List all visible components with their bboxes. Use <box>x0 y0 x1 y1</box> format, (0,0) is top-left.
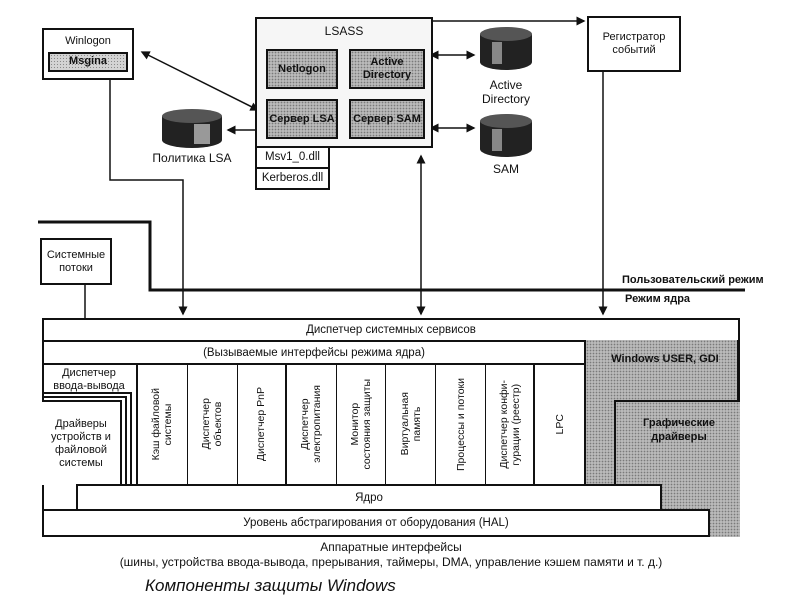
winlogon-kernel-line <box>109 80 188 316</box>
msv1-dll-box: Msv1_0.dll <box>255 146 330 169</box>
io-manager-label: Диспетчер ввода-вывода <box>53 367 125 392</box>
hardware-title: Аппаратные интерфейсы <box>320 540 462 554</box>
sam-db-icon <box>480 114 532 157</box>
component-file-cache: Кэш файловой системы <box>138 363 188 485</box>
active-directory-db-label: Active Directory <box>481 78 530 106</box>
hal-label: Уровень абстрагирования от оборудования … <box>243 517 509 529</box>
kernel-label: Ядро <box>355 491 383 504</box>
sam-server-module: Сервер SAM <box>349 99 425 139</box>
active-directory-module: Active Directory <box>349 49 425 89</box>
component-object-manager: Диспетчер объектов <box>188 363 238 485</box>
winlogon-label: Winlogon <box>65 35 111 47</box>
msgina-box: Msgina <box>48 52 128 72</box>
user-mode-label: Пользовательский режим <box>622 274 764 286</box>
component-pnp-manager: Диспетчер PnP <box>238 363 287 485</box>
kerberos-dll-box: Kerberos.dll <box>255 167 330 190</box>
component-virtual-memory: Виртуальная память <box>386 363 437 485</box>
active-directory-db-icon <box>480 27 532 70</box>
sam-db-label: SAM <box>492 162 519 176</box>
hal-box: Уровень абстрагирования от оборудования … <box>42 509 710 537</box>
lsass-label: LSASS <box>324 24 364 38</box>
netlogon-module: Netlogon <box>266 49 338 89</box>
winlogon-box: Winlogon Msgina <box>42 28 134 80</box>
system-service-dispatcher-label: Диспетчер системных сервисов <box>306 324 476 336</box>
hardware-details: (шины, устройства ввода-вывода, прерыван… <box>119 555 663 569</box>
lsa-server-module: Сервер LSA <box>266 99 338 139</box>
component-config-manager: Диспетчер конфи- гурации (реестр) <box>486 363 536 485</box>
diagram-caption: Компоненты защиты Windows <box>145 576 396 595</box>
lsa-policy-label: Политика LSA <box>152 151 232 165</box>
component-processes-threads: Процессы и потоки <box>436 363 487 485</box>
graphics-drivers-label: Графические драйверы <box>643 417 715 443</box>
system-threads-box: Системные потоки <box>40 238 112 285</box>
windows-user-gdi-label: Windows USER, GDI <box>611 353 719 365</box>
kernel-mode-label: Режим ядра <box>625 293 691 305</box>
mode-boundary-line <box>38 220 745 292</box>
kernel-interfaces-bar: (Вызываемые интерфейсы режима ядра) <box>42 340 586 365</box>
kernel-interfaces-label: (Вызываемые интерфейсы режима ядра) <box>203 346 425 359</box>
component-lpc: LPC <box>553 413 566 435</box>
io-manager-box: Диспетчер ввода-вывода <box>42 363 138 485</box>
component-security-monitor: Монитор состояния защиты <box>337 363 387 485</box>
system-service-dispatcher: Диспетчер системных сервисов <box>42 318 740 342</box>
event-logger-box: Регистратор событий <box>587 16 681 72</box>
winlogon-lsass-arrow <box>140 51 260 111</box>
lsass-box: LSASS Netlogon Active Directory Сервер L… <box>255 17 433 148</box>
drivers-stack: Драйверы устройств и файловой системы <box>42 392 136 485</box>
component-power-manager: Диспетчер электропитания <box>287 363 337 485</box>
drivers-box: Драйверы устройств и файловой системы <box>42 400 122 485</box>
lsa-policy-db-icon <box>162 109 222 148</box>
kernel-box: Ядро <box>76 484 662 511</box>
kernel-components-row: Кэш файловой системы Диспетчер объектов … <box>138 363 584 485</box>
